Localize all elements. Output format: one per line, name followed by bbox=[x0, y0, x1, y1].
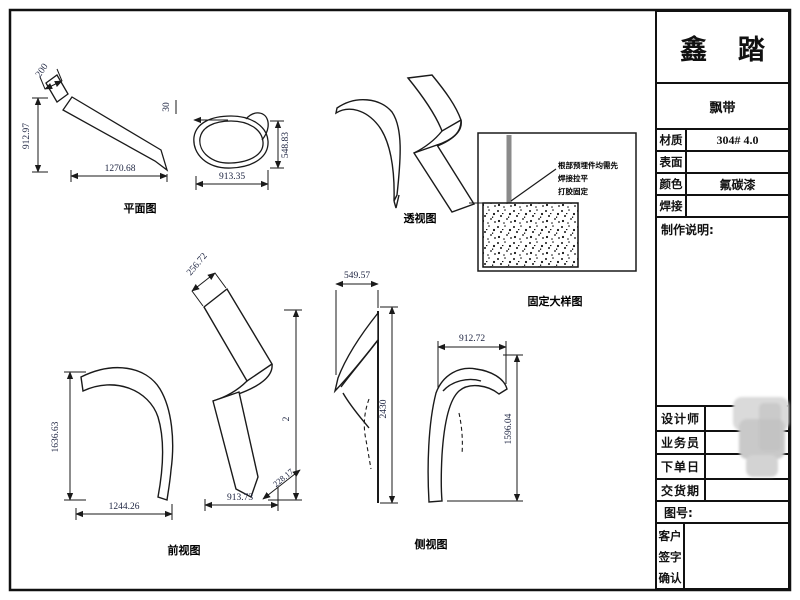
order-date-label: 下单日 bbox=[657, 455, 706, 478]
designer-label: 设计师 bbox=[657, 407, 706, 430]
production-notes-label: 制作说明: bbox=[661, 223, 714, 237]
plan-view-label: 平面图 bbox=[124, 202, 157, 215]
confirm-line: 确认 bbox=[658, 570, 682, 585]
surface-label: 表面 bbox=[657, 152, 687, 172]
side-view: 549.57 2430 912.72 1596.04 侧视图 bbox=[335, 271, 523, 551]
welding-label: 焊接 bbox=[657, 196, 687, 216]
top-height-dim: 548.83 bbox=[281, 132, 291, 158]
top-width-dim: 913.35 bbox=[219, 172, 245, 182]
delivery-date-label: 交货期 bbox=[657, 480, 706, 500]
product-name-cell: 飘带 bbox=[657, 84, 788, 130]
info-row-delivery-date: 交货期 bbox=[657, 480, 788, 502]
perspective-view: 透视图 bbox=[336, 75, 474, 225]
brand-cell: 鑫 踏 bbox=[657, 12, 788, 84]
title-block: 鑫 踏 飘带 材质 304# 4.0 表面 颜色 氟碳漆 焊接 制作说明: 设计… bbox=[655, 10, 790, 590]
customer-line: 客户 bbox=[658, 529, 682, 544]
side-flag-width-dim: 549.57 bbox=[344, 271, 370, 281]
front-ribbon-height-dim: 2 bbox=[282, 416, 292, 421]
plan-view: 200 912.97 1270.68 平面图 bbox=[22, 62, 167, 215]
spec-row-color: 颜色 氟碳漆 bbox=[657, 174, 788, 196]
front-ribbon-end-dim: 228.17 bbox=[271, 466, 295, 489]
product-name: 飘带 bbox=[709, 100, 736, 116]
front-view-label: 前视图 bbox=[168, 543, 201, 557]
watermark-blob bbox=[733, 397, 793, 481]
front-arc-width-dim: 1244.26 bbox=[109, 502, 140, 512]
embedded-post bbox=[506, 135, 512, 203]
drawing-number-cell: 图号: bbox=[657, 502, 788, 524]
perspective-view-label: 透视图 bbox=[404, 211, 437, 225]
side-flag-height-dim: 2430 bbox=[379, 399, 389, 418]
color-label: 颜色 bbox=[657, 174, 687, 194]
sign-line: 签字 bbox=[658, 549, 682, 564]
material-value: 304# 4.0 bbox=[716, 132, 759, 147]
side-arch-width-dim: 912.72 bbox=[459, 334, 485, 344]
drawing-number-label: 图号: bbox=[664, 505, 693, 520]
detail-note-line2: 焊接拉平 bbox=[558, 173, 588, 183]
fixing-detail-label: 固定大样图 bbox=[528, 294, 583, 308]
production-notes-cell: 制作说明: bbox=[657, 218, 788, 407]
top-view: 30 913.35 548.83 bbox=[162, 100, 291, 190]
info-row-designer: 设计师 bbox=[657, 407, 788, 432]
front-arc-height-dim: 1636.63 bbox=[51, 421, 61, 452]
spec-row-surface: 表面 bbox=[657, 152, 788, 174]
customer-sign-label: 客户 签字 确认 bbox=[657, 524, 685, 590]
info-row-salesman: 业务员 bbox=[657, 432, 788, 455]
plan-height-dim: 912.97 bbox=[22, 123, 32, 149]
detail-note-line1: 根部预埋件均需先 bbox=[558, 160, 618, 170]
info-row-order-date: 下单日 bbox=[657, 455, 788, 480]
brand-name: 鑫 踏 bbox=[680, 34, 777, 65]
front-view: 1636.63 1244.26 256.72 2 228.17 913.73 前… bbox=[51, 251, 302, 557]
side-view-label: 侧视图 bbox=[415, 537, 448, 551]
customer-sign-cell: 客户 签字 确认 bbox=[657, 524, 788, 590]
material-label: 材质 bbox=[657, 130, 687, 150]
side-arch-height-dim: 1596.04 bbox=[504, 413, 514, 444]
salesman-label: 业务员 bbox=[657, 432, 706, 453]
color-value: 氟碳漆 bbox=[719, 177, 756, 192]
top-thickness-dim: 30 bbox=[162, 102, 172, 112]
fixing-detail: 根部预埋件均需先 焊接拉平 打胶固定 固定大样图 bbox=[469, 133, 636, 308]
spec-row-welding: 焊接 bbox=[657, 196, 788, 218]
plan-end-dim: 200 bbox=[34, 62, 51, 80]
plan-width-dim: 1270.68 bbox=[105, 164, 136, 174]
front-ribbon-width-dim: 913.73 bbox=[227, 493, 253, 503]
sheet-border bbox=[10, 10, 790, 590]
front-ribbon-top-dim: 256.72 bbox=[185, 251, 210, 278]
detail-note-line3: 打胶固定 bbox=[558, 186, 588, 196]
concrete-block bbox=[483, 203, 578, 267]
spec-row-material: 材质 304# 4.0 bbox=[657, 130, 788, 152]
